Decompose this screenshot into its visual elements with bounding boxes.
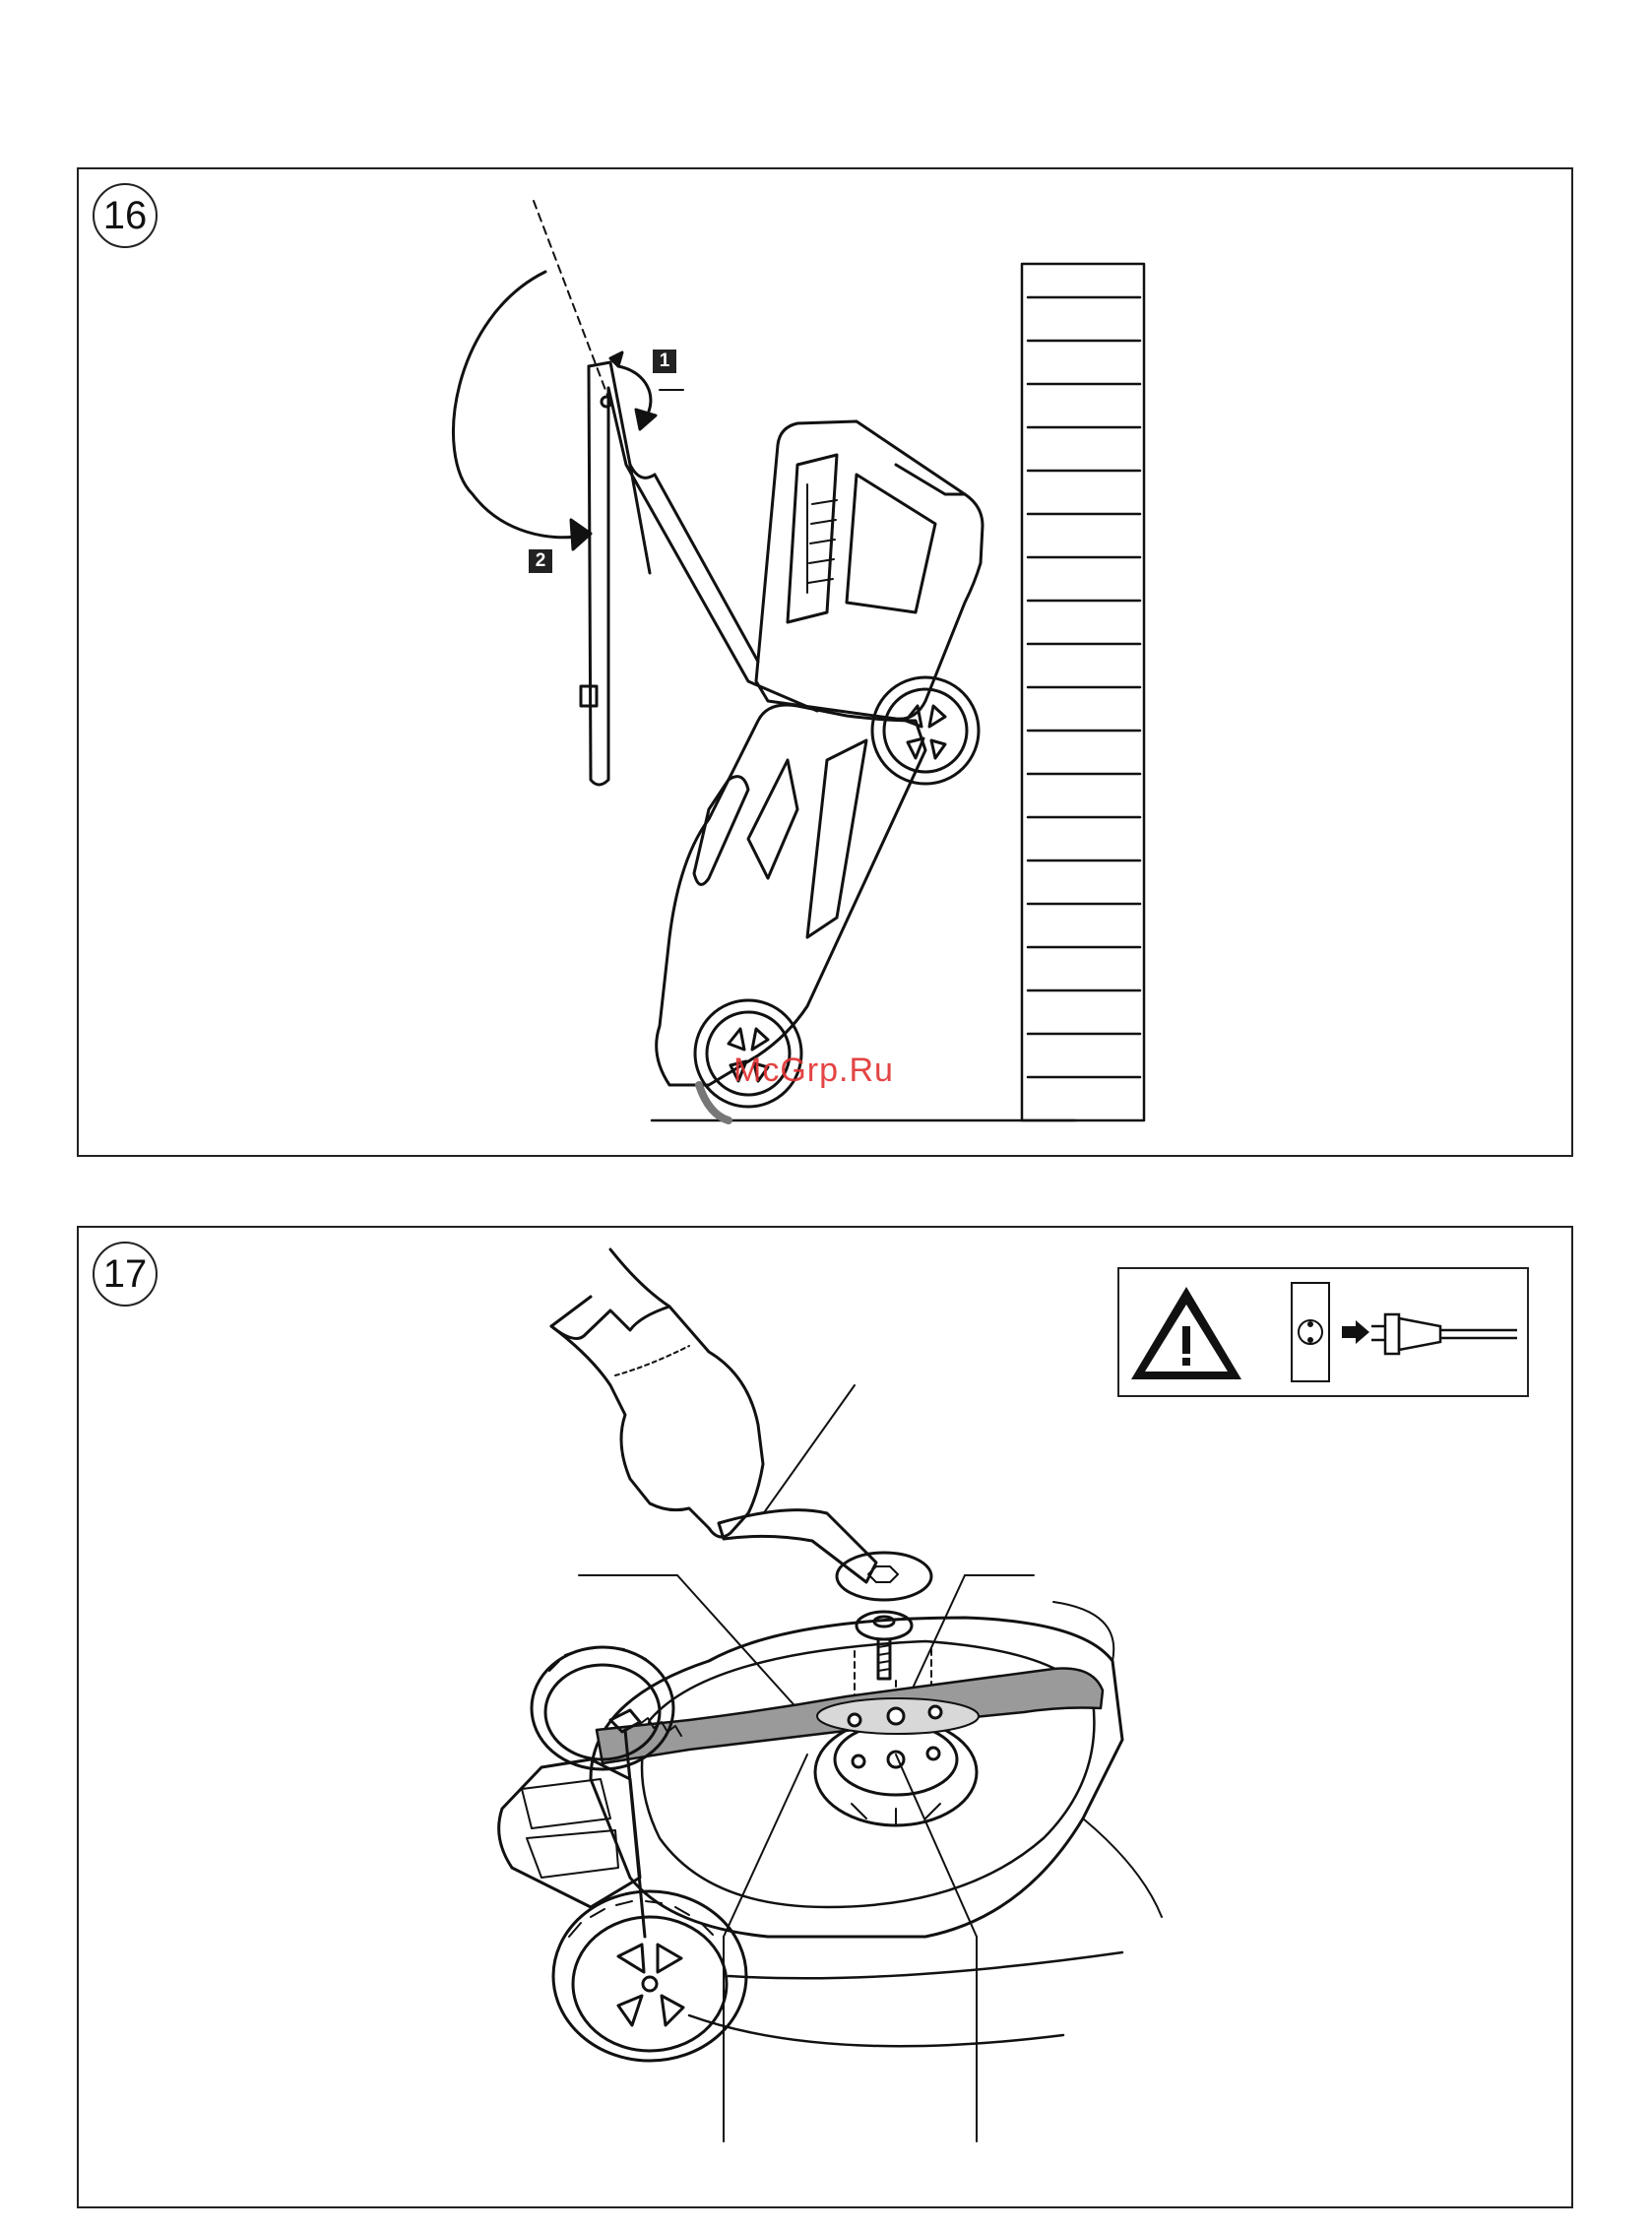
unplug-warning-box	[1117, 1267, 1529, 1397]
figure-17-panel: 17	[77, 1226, 1573, 2208]
step-1-label: 1	[653, 350, 676, 373]
figure-number-17: 17	[93, 1242, 158, 1307]
step-2-label: 2	[529, 549, 552, 573]
mower-upright-illustration	[79, 169, 1571, 1155]
socket-icon	[1292, 1283, 1329, 1381]
watermark-text: McGrp.Ru	[733, 1052, 894, 1090]
unplug-warning-graphic	[1119, 1269, 1527, 1395]
warning-triangle-icon	[1131, 1287, 1241, 1379]
plug-icon	[1371, 1314, 1517, 1354]
figure-16-panel: 16	[77, 167, 1573, 1157]
arrow-right-icon	[1342, 1320, 1369, 1344]
